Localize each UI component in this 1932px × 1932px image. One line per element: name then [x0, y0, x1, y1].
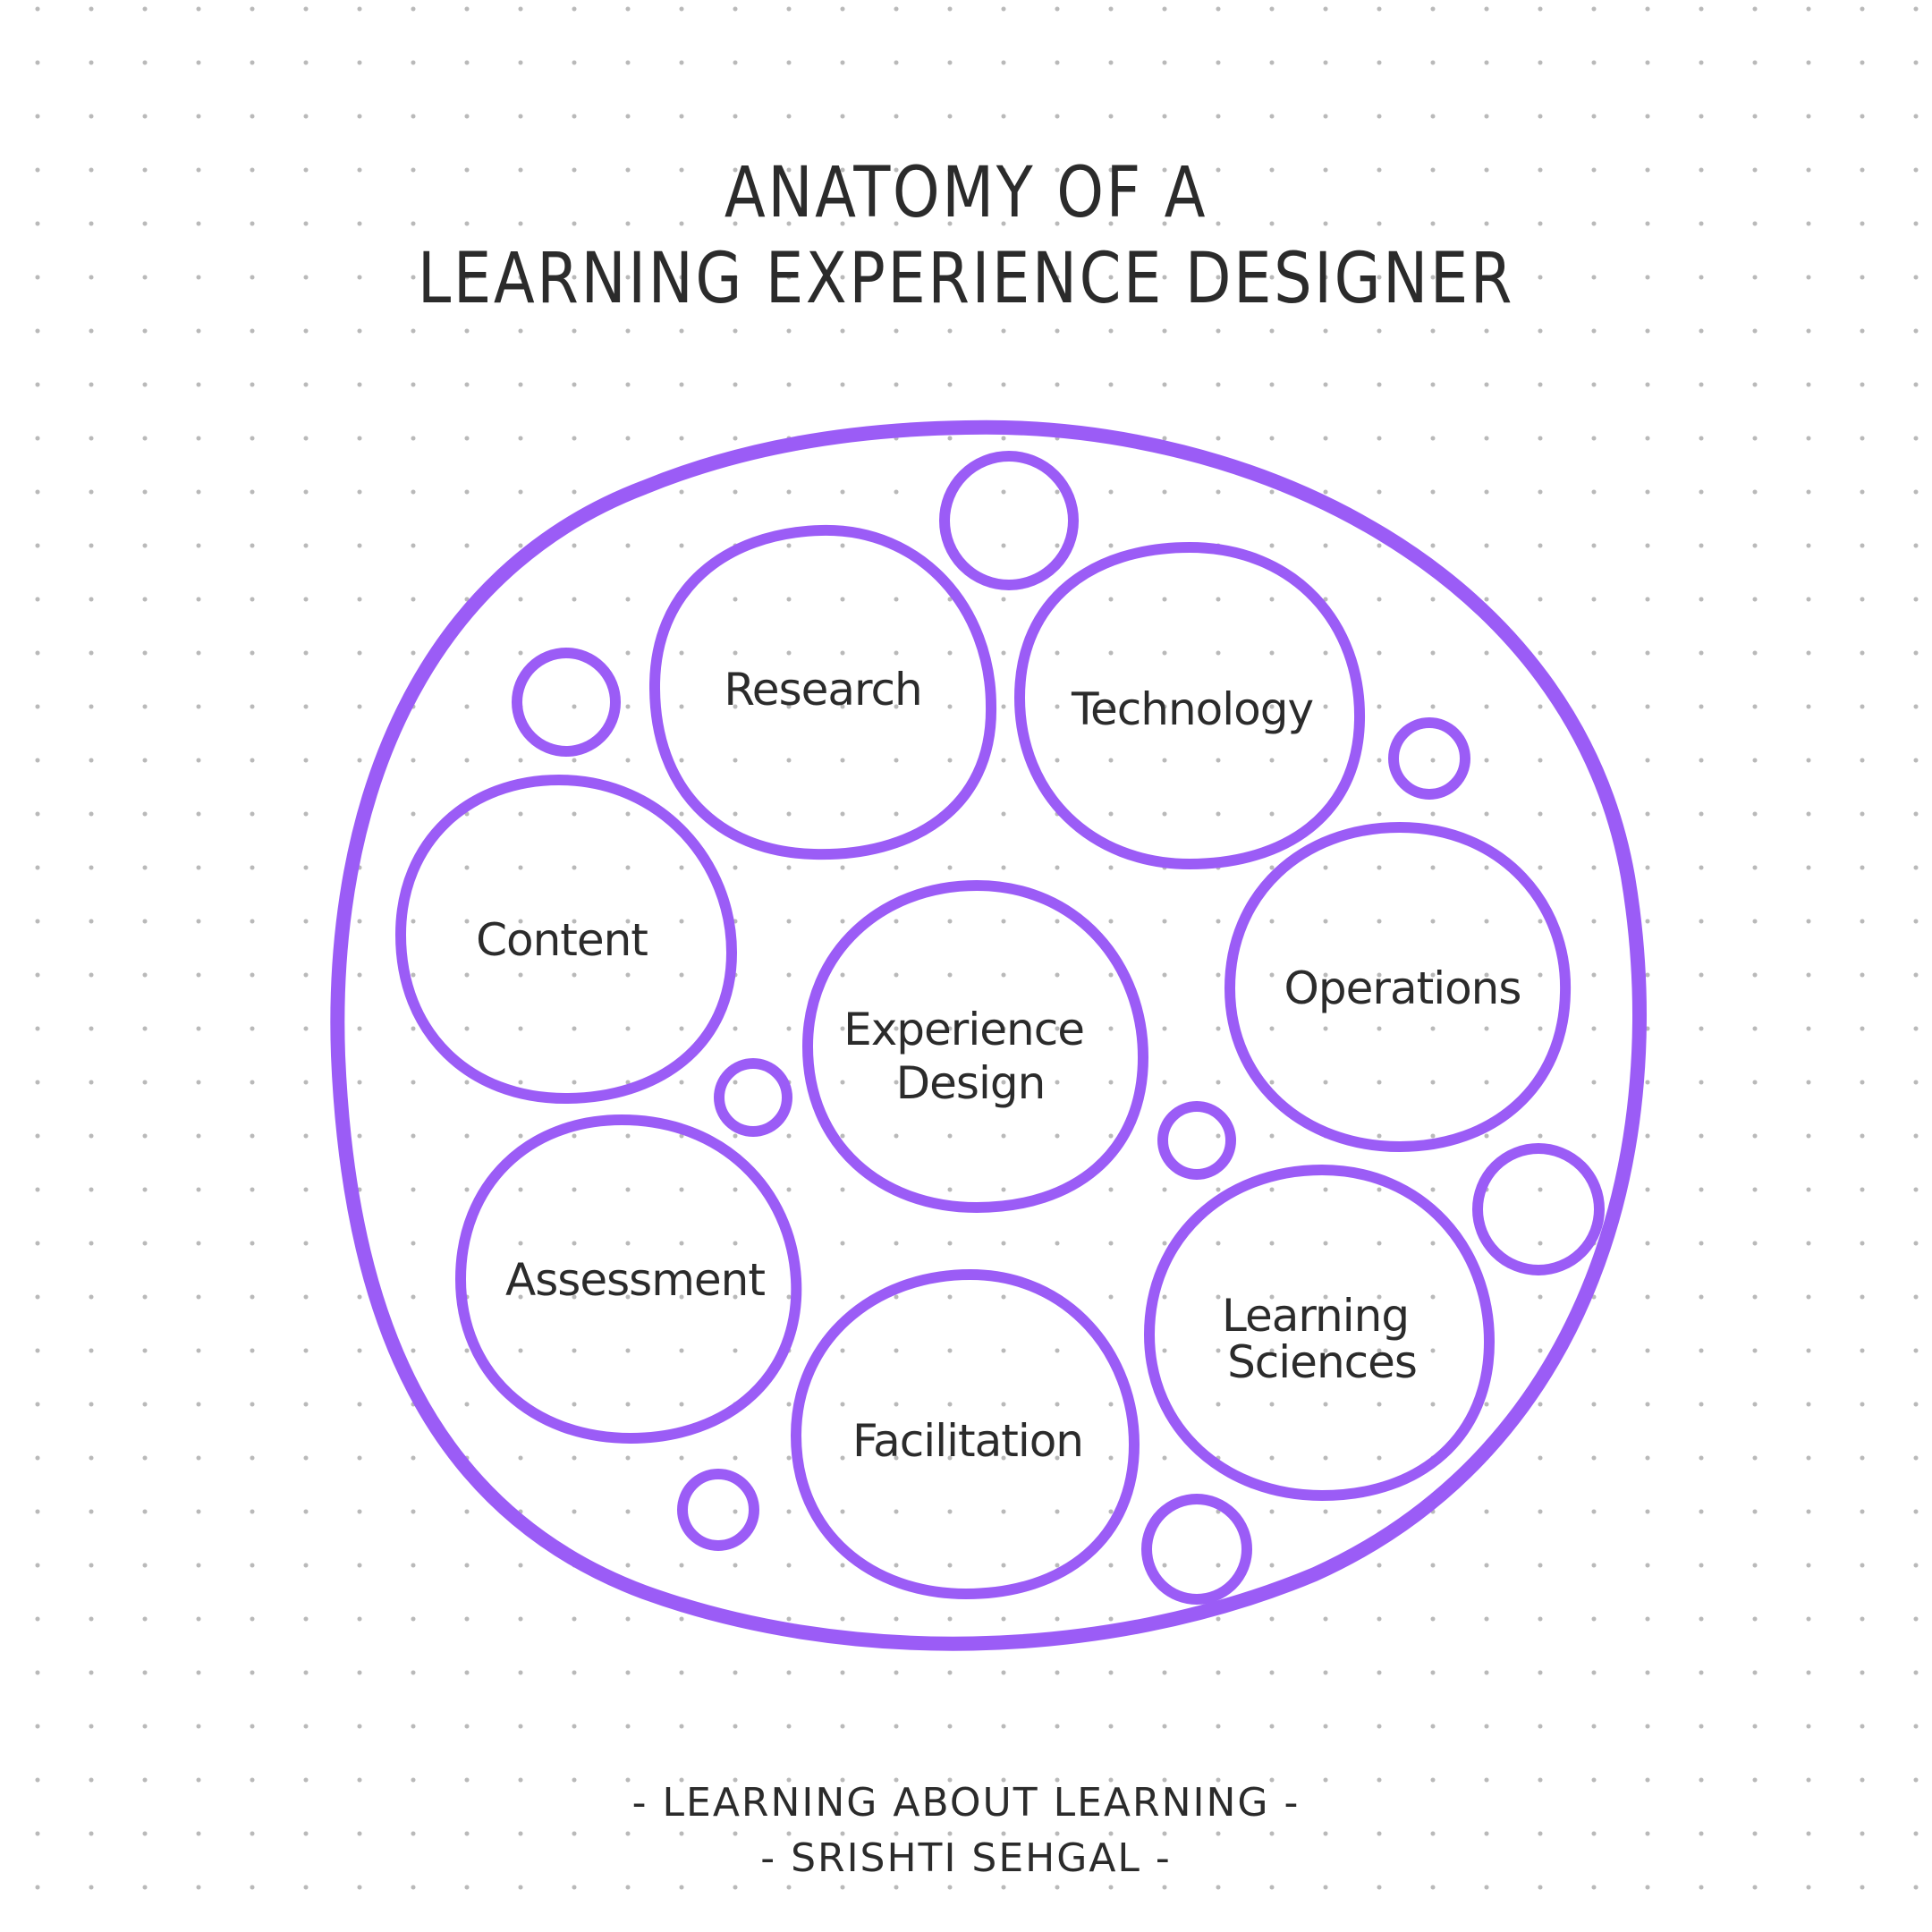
outer-circle — [330, 419, 1647, 1651]
footer-author: - SRISHTI SEHGAL - — [760, 1835, 1172, 1881]
node-circle-research — [648, 524, 997, 860]
node-label-research: Research — [724, 664, 921, 716]
node-circle-learning-sciences — [1144, 1165, 1495, 1501]
small-circle-mid-right — [1157, 1101, 1236, 1180]
node-circle-assessment — [455, 1114, 802, 1444]
node-label-operations: Operations — [1284, 962, 1521, 1014]
footer-series: - LEARNING ABOUT LEARNING - — [631, 1780, 1301, 1826]
node-label-experience-design: Experience Design — [843, 1004, 1097, 1109]
small-circle-lower-left — [677, 1469, 759, 1551]
node-circle-content — [395, 775, 737, 1104]
small-circle-right — [1472, 1143, 1605, 1275]
title-line-1: ANATOMY OF A — [724, 153, 1208, 233]
title-line-2: LEARNING EXPERIENCE DESIGNER — [417, 239, 1515, 319]
node-circle-facilitation — [791, 1269, 1140, 1599]
node-circle-technology — [1014, 542, 1366, 869]
small-circle-mid-left — [714, 1058, 792, 1137]
small-circle-top — [939, 451, 1079, 590]
node-label-facilitation: Facilitation — [852, 1415, 1083, 1467]
node-circle-operations — [1224, 822, 1572, 1152]
node-circle-experience-design — [802, 880, 1148, 1213]
node-label-assessment: Assessment — [505, 1254, 765, 1306]
node-label-technology: Technology — [1071, 683, 1313, 735]
node-label-content: Content — [476, 914, 648, 966]
node-label-learning-sciences: Learning Sciences — [1222, 1290, 1422, 1388]
small-circle-upper-left — [512, 648, 621, 757]
page-title: ANATOMY OF A LEARNING EXPERIENCE DESIGNE… — [135, 150, 1797, 322]
small-circle-lower-right — [1141, 1494, 1252, 1605]
small-circle-upper-right — [1388, 717, 1470, 800]
